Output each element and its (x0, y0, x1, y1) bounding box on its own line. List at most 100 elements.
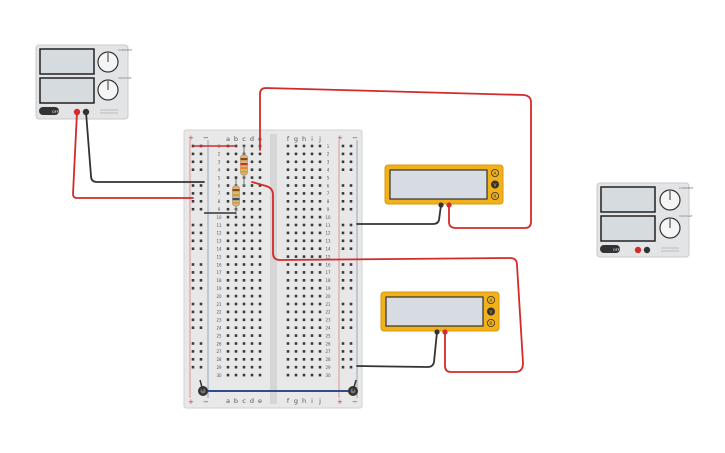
breadboard-rail-hole[interactable] (199, 168, 203, 171)
breadboard-rail-hole[interactable] (199, 207, 203, 211)
breadboard-rail-hole[interactable] (199, 286, 203, 290)
breadboard-hole[interactable] (250, 144, 254, 148)
breadboard-hole[interactable] (226, 279, 230, 282)
breadboard-hole[interactable] (226, 168, 230, 171)
breadboard-rail-hole[interactable] (191, 302, 195, 306)
breadboard-hole[interactable] (302, 358, 306, 361)
breadboard-hole[interactable] (234, 215, 238, 219)
breadboard-hole[interactable] (318, 271, 322, 274)
breadboard-rail-hole[interactable] (349, 358, 353, 361)
breadboard-rail-hole[interactable] (191, 200, 195, 203)
breadboard-hole[interactable] (310, 223, 314, 227)
breadboard-hole[interactable] (234, 302, 238, 306)
breadboard-hole[interactable] (318, 334, 322, 337)
breadboard-rail-hole[interactable] (341, 310, 345, 314)
breadboard-hole[interactable] (302, 144, 306, 148)
breadboard-hole[interactable] (302, 176, 306, 179)
breadboard-rail-hole[interactable] (191, 279, 195, 282)
wires[interactable] (72, 87, 532, 392)
breadboard-hole[interactable] (258, 365, 262, 369)
breadboard-hole[interactable] (242, 334, 246, 337)
breadboard-hole[interactable] (258, 200, 262, 203)
breadboard-hole[interactable] (310, 152, 314, 156)
breadboard-hole[interactable] (242, 373, 246, 377)
breadboard-hole[interactable] (234, 271, 238, 274)
breadboard-rail-hole[interactable] (191, 310, 195, 314)
breadboard-hole[interactable] (234, 334, 238, 337)
breadboard-hole[interactable] (242, 215, 246, 219)
breadboard-hole[interactable] (318, 176, 322, 179)
breadboard-rail-hole[interactable] (199, 342, 203, 345)
breadboard-hole[interactable] (250, 334, 254, 337)
breadboard-rail-hole[interactable] (199, 239, 203, 243)
breadboard-hole[interactable] (250, 373, 254, 377)
breadboard-hole[interactable] (226, 342, 230, 345)
breadboard-hole[interactable] (258, 286, 262, 290)
breadboard-hole[interactable] (258, 302, 262, 306)
breadboard-hole[interactable] (318, 365, 322, 369)
breadboard-hole[interactable] (310, 286, 314, 290)
breadboard-hole[interactable] (258, 279, 262, 282)
breadboard-hole[interactable] (234, 255, 238, 258)
breadboard-hole[interactable] (250, 326, 254, 329)
breadboard-rail-hole[interactable] (199, 310, 203, 314)
breadboard-hole[interactable] (258, 318, 262, 322)
breadboard-rail-hole[interactable] (341, 286, 345, 290)
breadboard-hole[interactable] (286, 350, 290, 353)
breadboard-hole[interactable] (294, 207, 298, 211)
breadboard-rail-hole[interactable] (349, 207, 353, 211)
wire-meter-top-positive[interactable] (259, 87, 532, 229)
breadboard-rail-hole[interactable] (199, 231, 203, 235)
breadboard-hole[interactable] (318, 310, 322, 314)
breadboard-hole[interactable] (226, 239, 230, 243)
breadboard-hole[interactable] (234, 152, 238, 156)
breadboard-rail-hole[interactable] (341, 223, 345, 227)
breadboard-hole[interactable] (258, 334, 262, 337)
breadboard-hole[interactable] (286, 326, 290, 329)
breadboard-rail-hole[interactable] (199, 358, 203, 361)
breadboard-rail-hole[interactable] (349, 184, 353, 187)
breadboard-hole[interactable] (226, 223, 230, 227)
breadboard-hole[interactable] (250, 310, 254, 314)
breadboard-rail-hole[interactable] (349, 286, 353, 290)
breadboard-rail-hole[interactable] (349, 231, 353, 235)
breadboard-hole[interactable] (310, 247, 314, 250)
breadboard-hole[interactable] (318, 263, 322, 266)
breadboard-hole[interactable] (302, 326, 306, 329)
breadboard-hole[interactable] (318, 200, 322, 203)
breadboard-hole[interactable] (250, 215, 254, 219)
breadboard-hole[interactable] (294, 358, 298, 361)
breadboard-hole[interactable] (286, 255, 290, 258)
breadboard-hole[interactable] (310, 279, 314, 282)
breadboard-hole[interactable] (250, 365, 254, 369)
breadboard-rail-hole[interactable] (349, 365, 353, 369)
breadboard-hole[interactable] (294, 160, 298, 164)
breadboard-rail-hole[interactable] (191, 263, 195, 266)
breadboard-hole[interactable] (258, 255, 262, 258)
breadboard-rail-hole[interactable] (191, 271, 195, 274)
breadboard-rail-hole[interactable] (349, 223, 353, 227)
breadboard-hole[interactable] (250, 168, 254, 171)
breadboard-rail-hole[interactable] (191, 239, 195, 243)
breadboard-hole[interactable] (294, 255, 298, 258)
breadboard-rail-hole[interactable] (341, 184, 345, 187)
breadboard-hole[interactable] (294, 310, 298, 314)
breadboard-hole[interactable] (250, 192, 254, 195)
breadboard-hole[interactable] (318, 152, 322, 156)
breadboard-rail-hole[interactable] (349, 310, 353, 314)
breadboard-hole[interactable] (318, 247, 322, 250)
breadboard-hole[interactable] (286, 168, 290, 171)
breadboard-rail-hole[interactable] (341, 279, 345, 282)
breadboard-hole[interactable] (242, 302, 246, 306)
breadboard-rail-hole[interactable] (191, 207, 195, 211)
breadboard-hole[interactable] (234, 279, 238, 282)
breadboard-hole[interactable] (318, 215, 322, 219)
breadboard-hole[interactable] (302, 365, 306, 369)
power-supply-right-negative-terminal[interactable] (643, 246, 651, 254)
breadboard-hole[interactable] (294, 334, 298, 337)
breadboard-hole[interactable] (226, 271, 230, 274)
breadboard-rail-hole[interactable] (341, 358, 345, 361)
breadboard-hole[interactable] (318, 326, 322, 329)
breadboard-hole[interactable] (250, 358, 254, 361)
